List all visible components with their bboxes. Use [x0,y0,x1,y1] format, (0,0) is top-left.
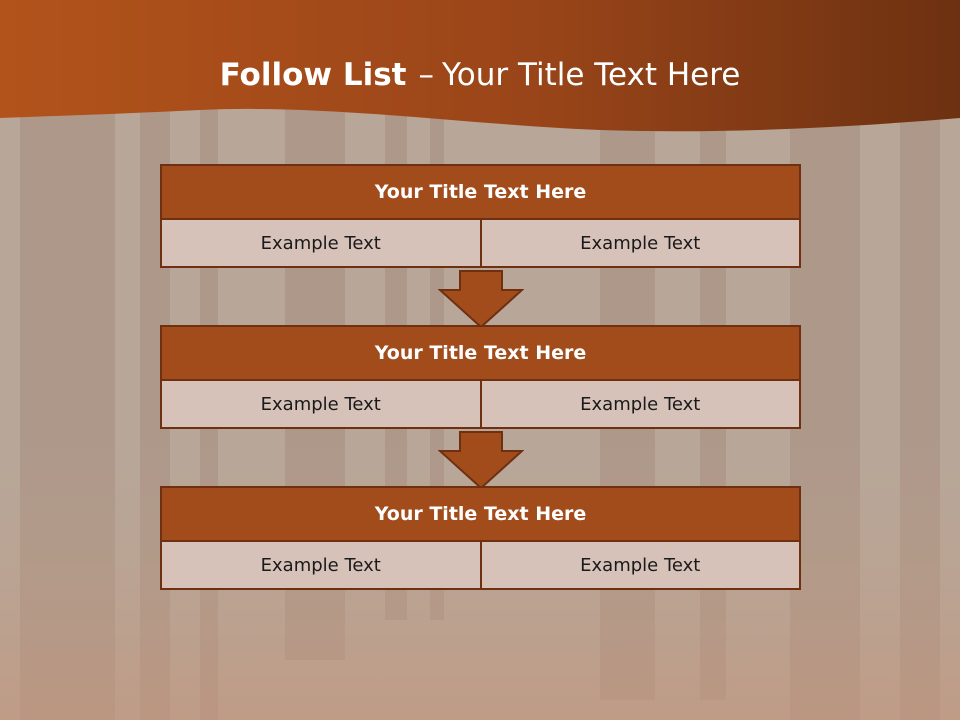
step-row: Example Text Example Text [160,220,801,268]
step-cell-left: Example Text [160,542,482,590]
step-block-2: Your Title Text Here Example Text Exampl… [160,325,801,429]
step-title: Your Title Text Here [160,325,801,381]
down-arrow-icon [438,431,524,489]
title-banner [0,0,960,132]
step-block-3: Your Title Text Here Example Text Exampl… [160,486,801,590]
step-cell-right: Example Text [481,381,801,429]
page-title-bold: Follow List [219,57,407,93]
step-cell-right: Example Text [481,542,801,590]
step-block-1: Your Title Text Here Example Text Exampl… [160,164,801,268]
page-title-separator: – [418,57,434,93]
step-cell-left: Example Text [160,220,482,268]
step-title: Your Title Text Here [160,164,801,220]
page-title-rest: Your Title Text Here [441,57,741,93]
step-cell-right: Example Text [481,220,801,268]
step-row: Example Text Example Text [160,381,801,429]
page-title: Follow List–Your Title Text Here [0,55,960,95]
down-arrow-icon [438,270,524,328]
step-title: Your Title Text Here [160,486,801,542]
step-cell-left: Example Text [160,381,482,429]
step-row: Example Text Example Text [160,542,801,590]
